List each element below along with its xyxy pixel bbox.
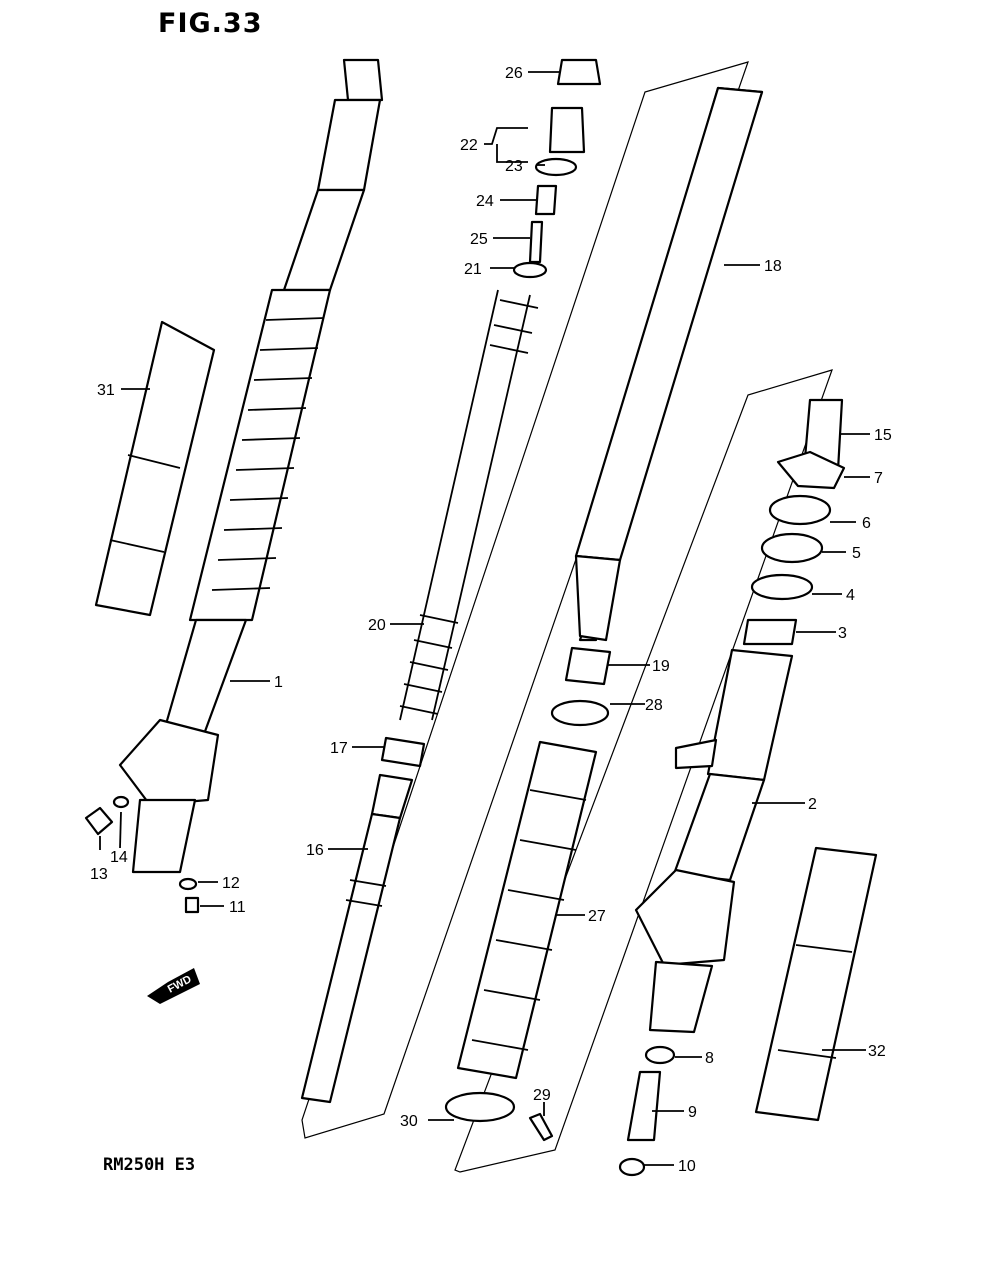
part-16-damper-rod <box>300 773 414 1104</box>
leader-lines <box>99 71 870 1166</box>
callout-17: 17 <box>330 740 348 757</box>
callout-21: 21 <box>464 261 482 278</box>
callout-7: 7 <box>874 470 883 487</box>
callout-31: 31 <box>97 382 115 399</box>
part-13-bolt <box>84 806 114 836</box>
part-3-bushing <box>742 618 798 646</box>
callout-14: 14 <box>110 849 128 866</box>
part-31-fork-guard <box>94 320 216 617</box>
part-18-inner-tube <box>574 86 764 642</box>
callout-2: 2 <box>808 796 817 813</box>
callout-29: 29 <box>533 1087 551 1104</box>
part-8-o-ring <box>644 1045 676 1065</box>
part-28-clamp <box>550 699 610 727</box>
part-29-screw <box>528 1112 554 1142</box>
part-11-bolt <box>184 896 200 914</box>
part-30-clamp <box>444 1091 516 1123</box>
callout-22: 22 <box>460 137 478 154</box>
callout-30: 30 <box>400 1113 418 1130</box>
figure-title: FIG.33 <box>158 8 263 39</box>
part-27-fork-boot <box>456 740 598 1080</box>
part-19-bushing <box>564 646 612 686</box>
model-code: RM250H E3 <box>103 1155 196 1175</box>
callout-3: 3 <box>838 625 847 642</box>
callout-11: 11 <box>229 899 246 916</box>
callout-labels: 1 2 3 4 5 6 7 8 9 10 11 12 13 14 15 16 1… <box>90 65 892 1175</box>
callout-1: 1 <box>274 674 283 691</box>
callout-10: 10 <box>678 1158 696 1175</box>
fwd-arrow: FWD <box>147 968 200 1004</box>
callout-23: 23 <box>505 158 523 175</box>
part-7-gasket <box>776 450 846 490</box>
part-25-adjuster-rod <box>528 220 544 264</box>
callout-20: 20 <box>368 617 386 634</box>
callout-4: 4 <box>846 587 855 604</box>
part-2-outer-tube <box>634 648 794 1034</box>
callout-8: 8 <box>705 1050 714 1067</box>
callout-13: 13 <box>90 866 108 883</box>
exploded-frame-left <box>301 61 749 1139</box>
part-17-ring <box>380 736 426 768</box>
callout-26: 26 <box>505 65 523 82</box>
callout-18: 18 <box>764 258 782 275</box>
part-9-bolt <box>626 1070 662 1142</box>
callout-15: 15 <box>874 427 892 444</box>
callout-19: 19 <box>652 658 670 675</box>
callout-25: 25 <box>470 231 488 248</box>
exploded-frame-right <box>454 369 833 1173</box>
part-32-fork-guard <box>754 846 878 1122</box>
callout-27: 27 <box>588 908 606 925</box>
part-21-washer <box>512 261 548 279</box>
part-26-cap <box>556 58 602 86</box>
callout-9: 9 <box>688 1104 697 1121</box>
callout-24: 24 <box>476 193 494 210</box>
part-24-collar <box>534 184 558 216</box>
part-4-washer <box>750 573 814 601</box>
callout-28: 28 <box>645 697 663 714</box>
part-23-o-ring <box>534 157 578 177</box>
part-5-ring <box>760 532 824 564</box>
part-20-fork-spring <box>399 289 539 721</box>
part-22-cap-bolt <box>548 106 586 154</box>
callout-16: 16 <box>306 842 324 859</box>
part-1-outer-tube-assembly <box>118 58 384 874</box>
callout-6: 6 <box>862 515 871 532</box>
callout-5: 5 <box>852 545 861 562</box>
part-10-cap <box>618 1157 646 1177</box>
part-12-washer <box>178 877 198 891</box>
callout-32: 32 <box>868 1043 886 1060</box>
part-6-oil-seal <box>768 494 832 526</box>
callout-12: 12 <box>222 875 240 892</box>
part-14-washer <box>112 795 130 809</box>
